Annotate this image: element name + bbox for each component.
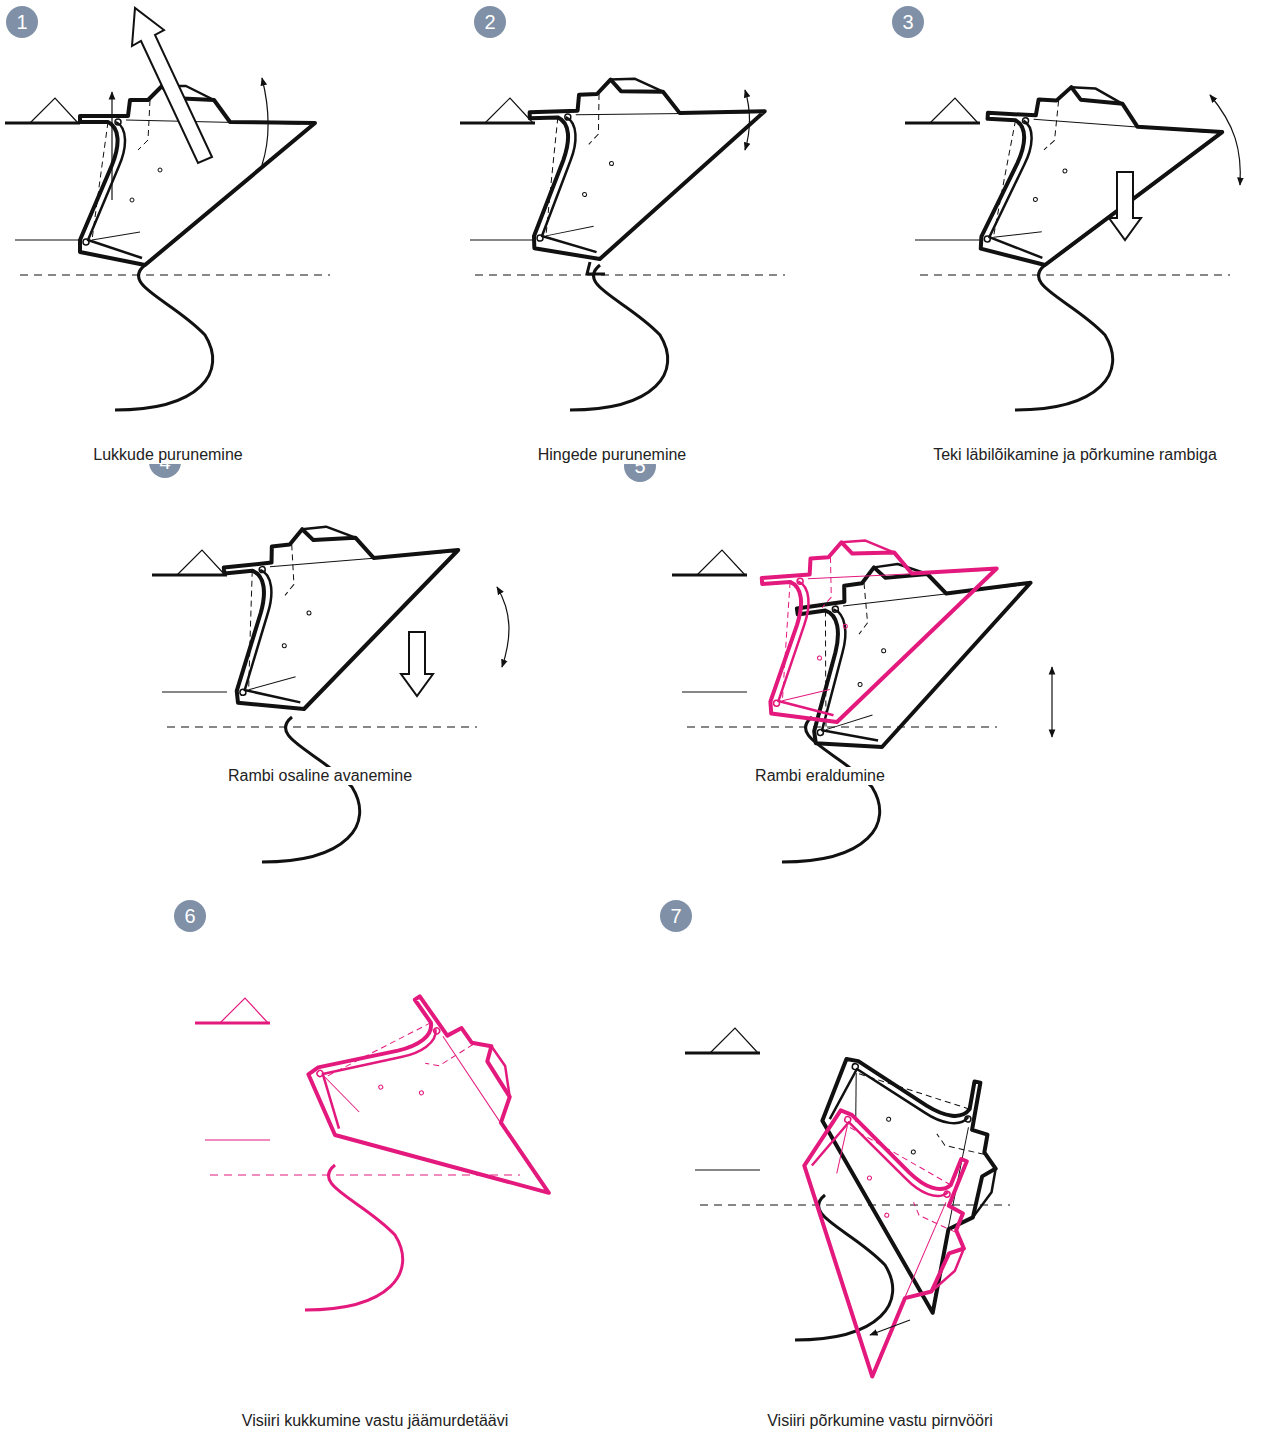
step-caption: Lukkude purunemine [90,446,245,464]
panel-four [152,513,509,862]
callout-circle: 1 [6,6,38,38]
callout-circle: 6 [174,900,206,932]
step-caption: Hingede purunemine [535,446,690,464]
step-caption: Visiiri kukkumine vastu jäämurdetäävi [239,1412,511,1430]
step-caption: Teki läbilõikamine ja põrkumine rambiga [930,446,1220,464]
callout-number: 6 [184,906,195,926]
callout-circle: 2 [474,6,506,38]
callout-number: 7 [670,906,681,926]
panel-five [672,532,1052,862]
callout-number: 1 [16,12,27,32]
step-caption: Rambi eraldumine [752,767,888,785]
panel-two [460,74,785,410]
panel-seven [685,1028,1010,1390]
panel-six [195,979,579,1310]
panel-three [905,83,1240,410]
step-caption: Rambi osaline avanemine [225,767,415,785]
callout-number: 2 [484,12,495,32]
panel-one [5,8,330,410]
callout-circle: 7 [660,900,692,932]
step-caption: Visiiri põrkumine vastu pirnvööri [764,1412,996,1430]
callout-number: 3 [902,12,913,32]
callout-circle: 3 [892,6,924,38]
